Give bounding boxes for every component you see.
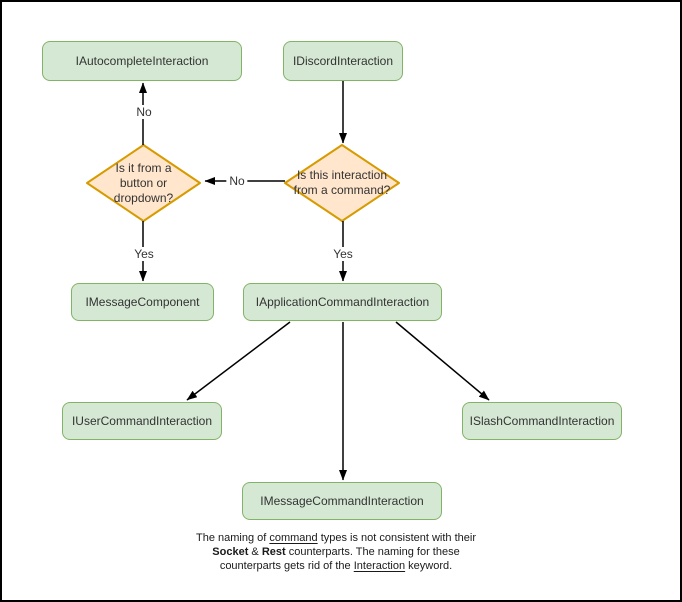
node-slash-command-interaction: ISlashCommandInteraction xyxy=(462,402,622,440)
decision-label-button-dropdown: Is it from a button or dropdown? xyxy=(113,160,174,205)
note-line-2: Socket & Rest counterparts. The naming f… xyxy=(212,546,460,558)
edge-label-no-component: No xyxy=(226,174,248,188)
edge-application-to-slash-command xyxy=(395,321,490,401)
edge-label-yes-application-command: Yes xyxy=(330,247,356,261)
node-user-command-interaction: IUserCommandInteraction xyxy=(62,402,222,440)
node-message-command-interaction: IMessageCommandInteraction xyxy=(242,482,442,520)
note-bold-rest: Rest xyxy=(261,546,286,558)
naming-note: The naming of command types is not consi… xyxy=(136,531,536,573)
edge-label-no-autocomplete: No xyxy=(133,105,155,119)
node-message-component: IMessageComponent xyxy=(71,283,214,321)
node-discord-interaction: IDiscordInteraction xyxy=(283,41,403,81)
edge-application-to-user-command xyxy=(186,321,291,401)
node-application-command-interaction: IApplicationCommandInteraction xyxy=(243,283,442,321)
note-underline-interaction: Interaction xyxy=(353,560,406,572)
note-bold-socket: Socket xyxy=(212,546,249,558)
edge-label-yes-message-component: Yes xyxy=(131,247,157,261)
note-underline-command: command xyxy=(269,532,318,544)
decision-diamond-command xyxy=(284,144,400,222)
note-line-3: counterparts gets rid of the Interaction… xyxy=(219,560,453,572)
decision-label-command: Is this interaction from a command? xyxy=(293,168,391,197)
node-autocomplete-interaction: IAutocompleteInteraction xyxy=(42,41,242,81)
note-line-1: The naming of command types is not consi… xyxy=(195,532,477,544)
